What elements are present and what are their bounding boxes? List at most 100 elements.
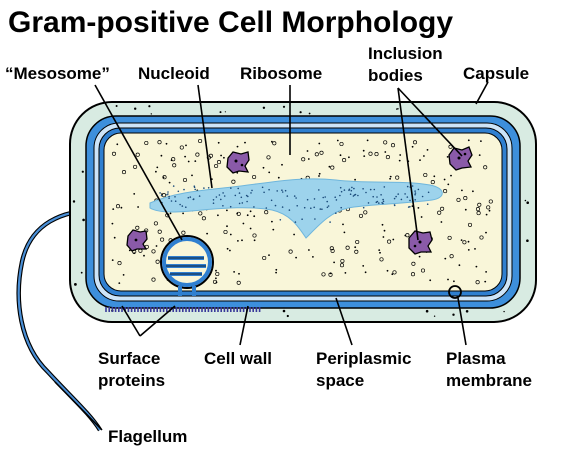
ribosome <box>339 141 344 147</box>
dna-dot <box>160 194 163 197</box>
ribosome <box>264 210 269 215</box>
ribosome <box>467 240 470 243</box>
ribosome <box>362 149 365 152</box>
ribosome <box>249 227 252 230</box>
ribosome <box>308 249 310 251</box>
dna-dot <box>362 206 365 209</box>
ribosome <box>229 249 231 252</box>
ribosome <box>262 255 267 261</box>
capsule-speckle <box>282 309 286 313</box>
dna-dot <box>279 219 282 221</box>
dna-dot <box>383 186 386 188</box>
ribosome <box>440 206 445 211</box>
dna-dot <box>427 191 430 194</box>
ribosome <box>384 151 387 153</box>
capsule-speckle <box>397 108 399 110</box>
label-surface-line2: proteins <box>98 371 165 390</box>
ribosome <box>215 277 217 280</box>
capsule-speckle <box>524 199 527 202</box>
ribosome <box>464 208 467 211</box>
dna-dot <box>404 193 406 195</box>
ribosome <box>217 141 220 144</box>
ribosome <box>242 222 245 225</box>
ribosome <box>214 163 219 169</box>
ribosome <box>212 279 218 284</box>
ribosome <box>215 269 217 272</box>
label-mesosome: “Mesosome” <box>5 64 110 83</box>
ribosome <box>477 202 482 207</box>
ribosome <box>461 189 463 192</box>
ribosome <box>467 139 470 142</box>
ribosome <box>312 256 314 258</box>
dna-dot <box>274 204 277 207</box>
diagram-title: Gram-positive Cell Morphology <box>8 6 453 39</box>
ribosome <box>295 256 297 259</box>
dna-dot <box>326 206 329 209</box>
label-plasma-line2: membrane <box>446 371 532 390</box>
dna-dot <box>234 194 237 197</box>
dna-dot <box>353 187 355 190</box>
dna-dot <box>382 198 384 201</box>
ribosome <box>448 144 453 149</box>
label-capsule: Capsule <box>463 64 529 83</box>
dna-dot <box>293 195 296 197</box>
label-inclusion-line1: Inclusion <box>368 44 443 63</box>
dna-dot <box>170 200 173 202</box>
ribosome <box>144 140 149 146</box>
dna-dot <box>306 198 309 201</box>
ribosome <box>226 225 228 228</box>
ribosome <box>449 254 454 259</box>
dna-dot <box>220 198 222 201</box>
ribosome <box>266 155 271 160</box>
ribosome <box>223 156 225 159</box>
dna-dot <box>395 195 397 198</box>
dna-dot <box>166 194 168 196</box>
ribosome <box>236 211 241 216</box>
dna-dot <box>357 194 359 197</box>
ribosome <box>288 249 293 254</box>
ribosome <box>476 211 481 216</box>
dna-dot <box>167 191 169 193</box>
capsule-speckle <box>282 105 286 108</box>
dna-dot <box>222 192 224 194</box>
capsule-speckle <box>308 112 311 115</box>
dna-dot <box>193 186 196 189</box>
dna-dot <box>348 188 351 191</box>
dna-dot <box>215 196 218 198</box>
ribosome <box>486 205 491 210</box>
dna-dot <box>393 204 396 206</box>
dna-dot <box>343 189 346 191</box>
dna-dot <box>329 221 331 223</box>
dna-dot <box>218 194 221 196</box>
ribosome <box>339 263 345 268</box>
ribosome <box>169 212 172 215</box>
dna-dot <box>238 192 241 194</box>
dna-dot <box>321 208 323 210</box>
dna-dot <box>174 200 177 202</box>
inclusion-body <box>408 230 433 255</box>
ribosome <box>155 245 158 247</box>
dna-dot <box>373 188 376 191</box>
ribosome <box>252 174 257 180</box>
capsule-speckle <box>503 310 505 313</box>
ribosome <box>368 151 373 156</box>
dna-dot <box>241 202 244 204</box>
ribosome <box>483 165 488 170</box>
ribosome <box>135 152 140 157</box>
ribosome <box>423 172 428 178</box>
ribosome <box>446 156 449 158</box>
dna-dot <box>372 195 375 198</box>
dna-dot <box>230 187 232 189</box>
dna-dot <box>417 188 420 191</box>
ribosome <box>157 140 162 145</box>
label-nucleoid: Nucleoid <box>138 64 210 83</box>
ribosome <box>437 210 442 215</box>
dna-dot <box>400 198 403 201</box>
label-cell-wall: Cell wall <box>204 349 272 368</box>
dna-dot <box>314 218 316 220</box>
capsule-speckle <box>396 108 398 110</box>
ribosome <box>237 240 239 242</box>
ribosome <box>475 265 478 268</box>
capsule-speckle <box>72 200 76 203</box>
ribosome <box>271 220 273 223</box>
